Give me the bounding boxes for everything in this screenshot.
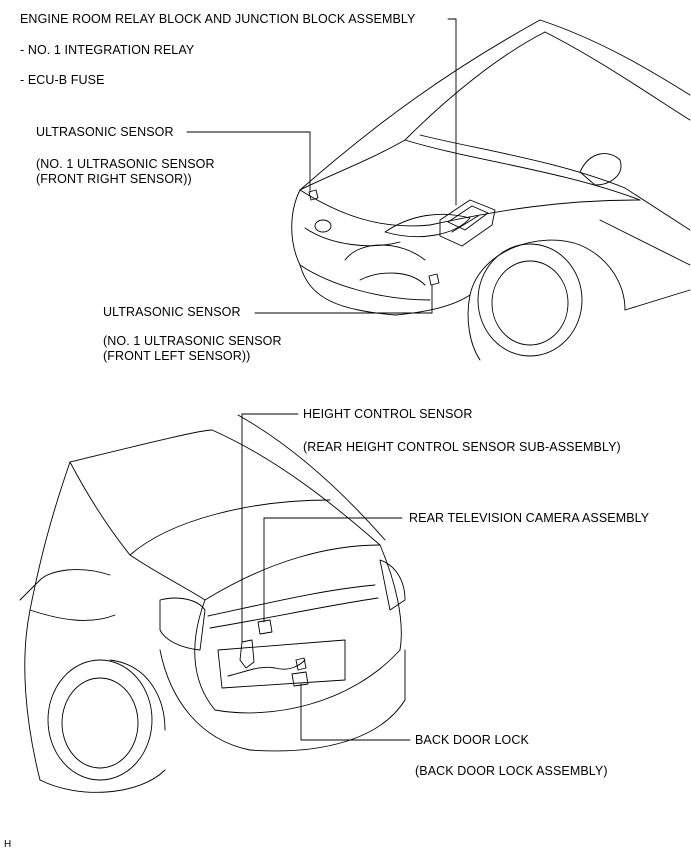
front-vehicle-drawing bbox=[291, 19, 691, 361]
height-control-sensor-subtitle: (REAR HEIGHT CONTROL SENSOR SUB-ASSEMBLY… bbox=[303, 440, 621, 454]
back-door-lock-title: BACK DOOR LOCK bbox=[415, 733, 529, 747]
rear-leader-lines bbox=[241, 413, 411, 741]
front-left-sensor-subtitle-2: (FRONT LEFT SENSOR)) bbox=[103, 349, 251, 363]
integration-relay-label: - NO. 1 INTEGRATION RELAY bbox=[20, 43, 195, 57]
front-right-sensor-subtitle-2: (FRONT RIGHT SENSOR)) bbox=[36, 172, 192, 186]
front-right-sensor-subtitle-1: (NO. 1 ULTRASONIC SENSOR bbox=[36, 157, 215, 171]
front-left-sensor-title: ULTRASONIC SENSOR bbox=[103, 305, 241, 319]
figure-code: H bbox=[4, 839, 12, 850]
ecu-b-fuse-label: - ECU-B FUSE bbox=[20, 73, 105, 87]
relay-block-label: ENGINE ROOM RELAY BLOCK AND JUNCTION BLO… bbox=[20, 12, 416, 26]
front-right-sensor-title: ULTRASONIC SENSOR bbox=[36, 125, 174, 139]
front-left-sensor-subtitle-1: (NO. 1 ULTRASONIC SENSOR bbox=[103, 334, 282, 348]
front-leader-lines bbox=[186, 18, 457, 314]
back-door-lock-subtitle: (BACK DOOR LOCK ASSEMBLY) bbox=[415, 764, 608, 778]
rear-camera-title: REAR TELEVISION CAMERA ASSEMBLY bbox=[409, 511, 650, 525]
height-control-sensor-title: HEIGHT CONTROL SENSOR bbox=[303, 407, 473, 421]
rear-vehicle-drawing bbox=[19, 414, 406, 793]
